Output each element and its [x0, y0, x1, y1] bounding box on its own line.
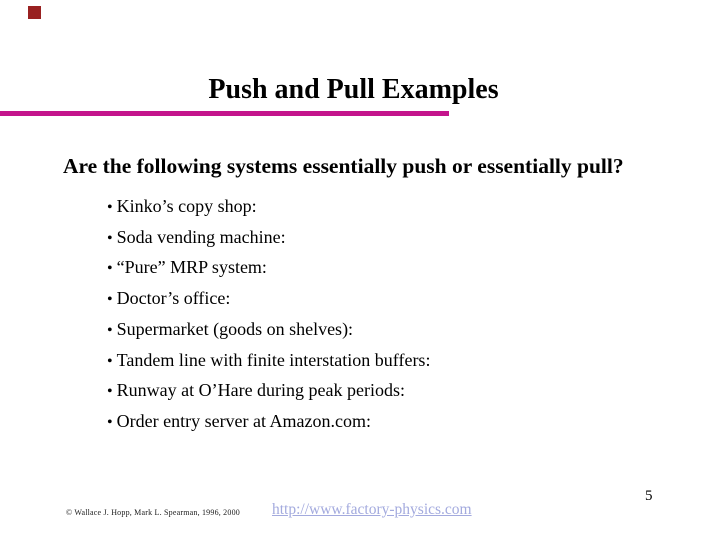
question-heading: Are the following systems essentially pu… [63, 154, 624, 178]
bullet-item: Kinko’s copy shop: [107, 192, 430, 223]
bullet-item: “Pure” MRP system: [107, 253, 430, 284]
factory-physics-link[interactable]: http://www.factory-physics.com [272, 501, 472, 518]
title-accent-rule [0, 111, 449, 116]
copyright-text: © Wallace J. Hopp, Mark L. Spearman, 199… [66, 508, 240, 517]
bullet-item: Order entry server at Amazon.com: [107, 407, 430, 438]
bullet-item: Runway at O’Hare during peak periods: [107, 376, 430, 407]
bullet-list: Kinko’s copy shop: Soda vending machine:… [107, 192, 431, 438]
page-number: 5 [645, 488, 653, 504]
bullet-item: Supermarket (goods on shelves): [107, 315, 430, 346]
slide-title: Push and Pull Examples [208, 74, 499, 105]
bullet-item: Tandem line with finite interstation buf… [107, 346, 431, 377]
logo-mark [28, 6, 41, 19]
bullet-item: Doctor’s office: [107, 284, 430, 315]
bullet-item: Soda vending machine: [107, 223, 430, 254]
